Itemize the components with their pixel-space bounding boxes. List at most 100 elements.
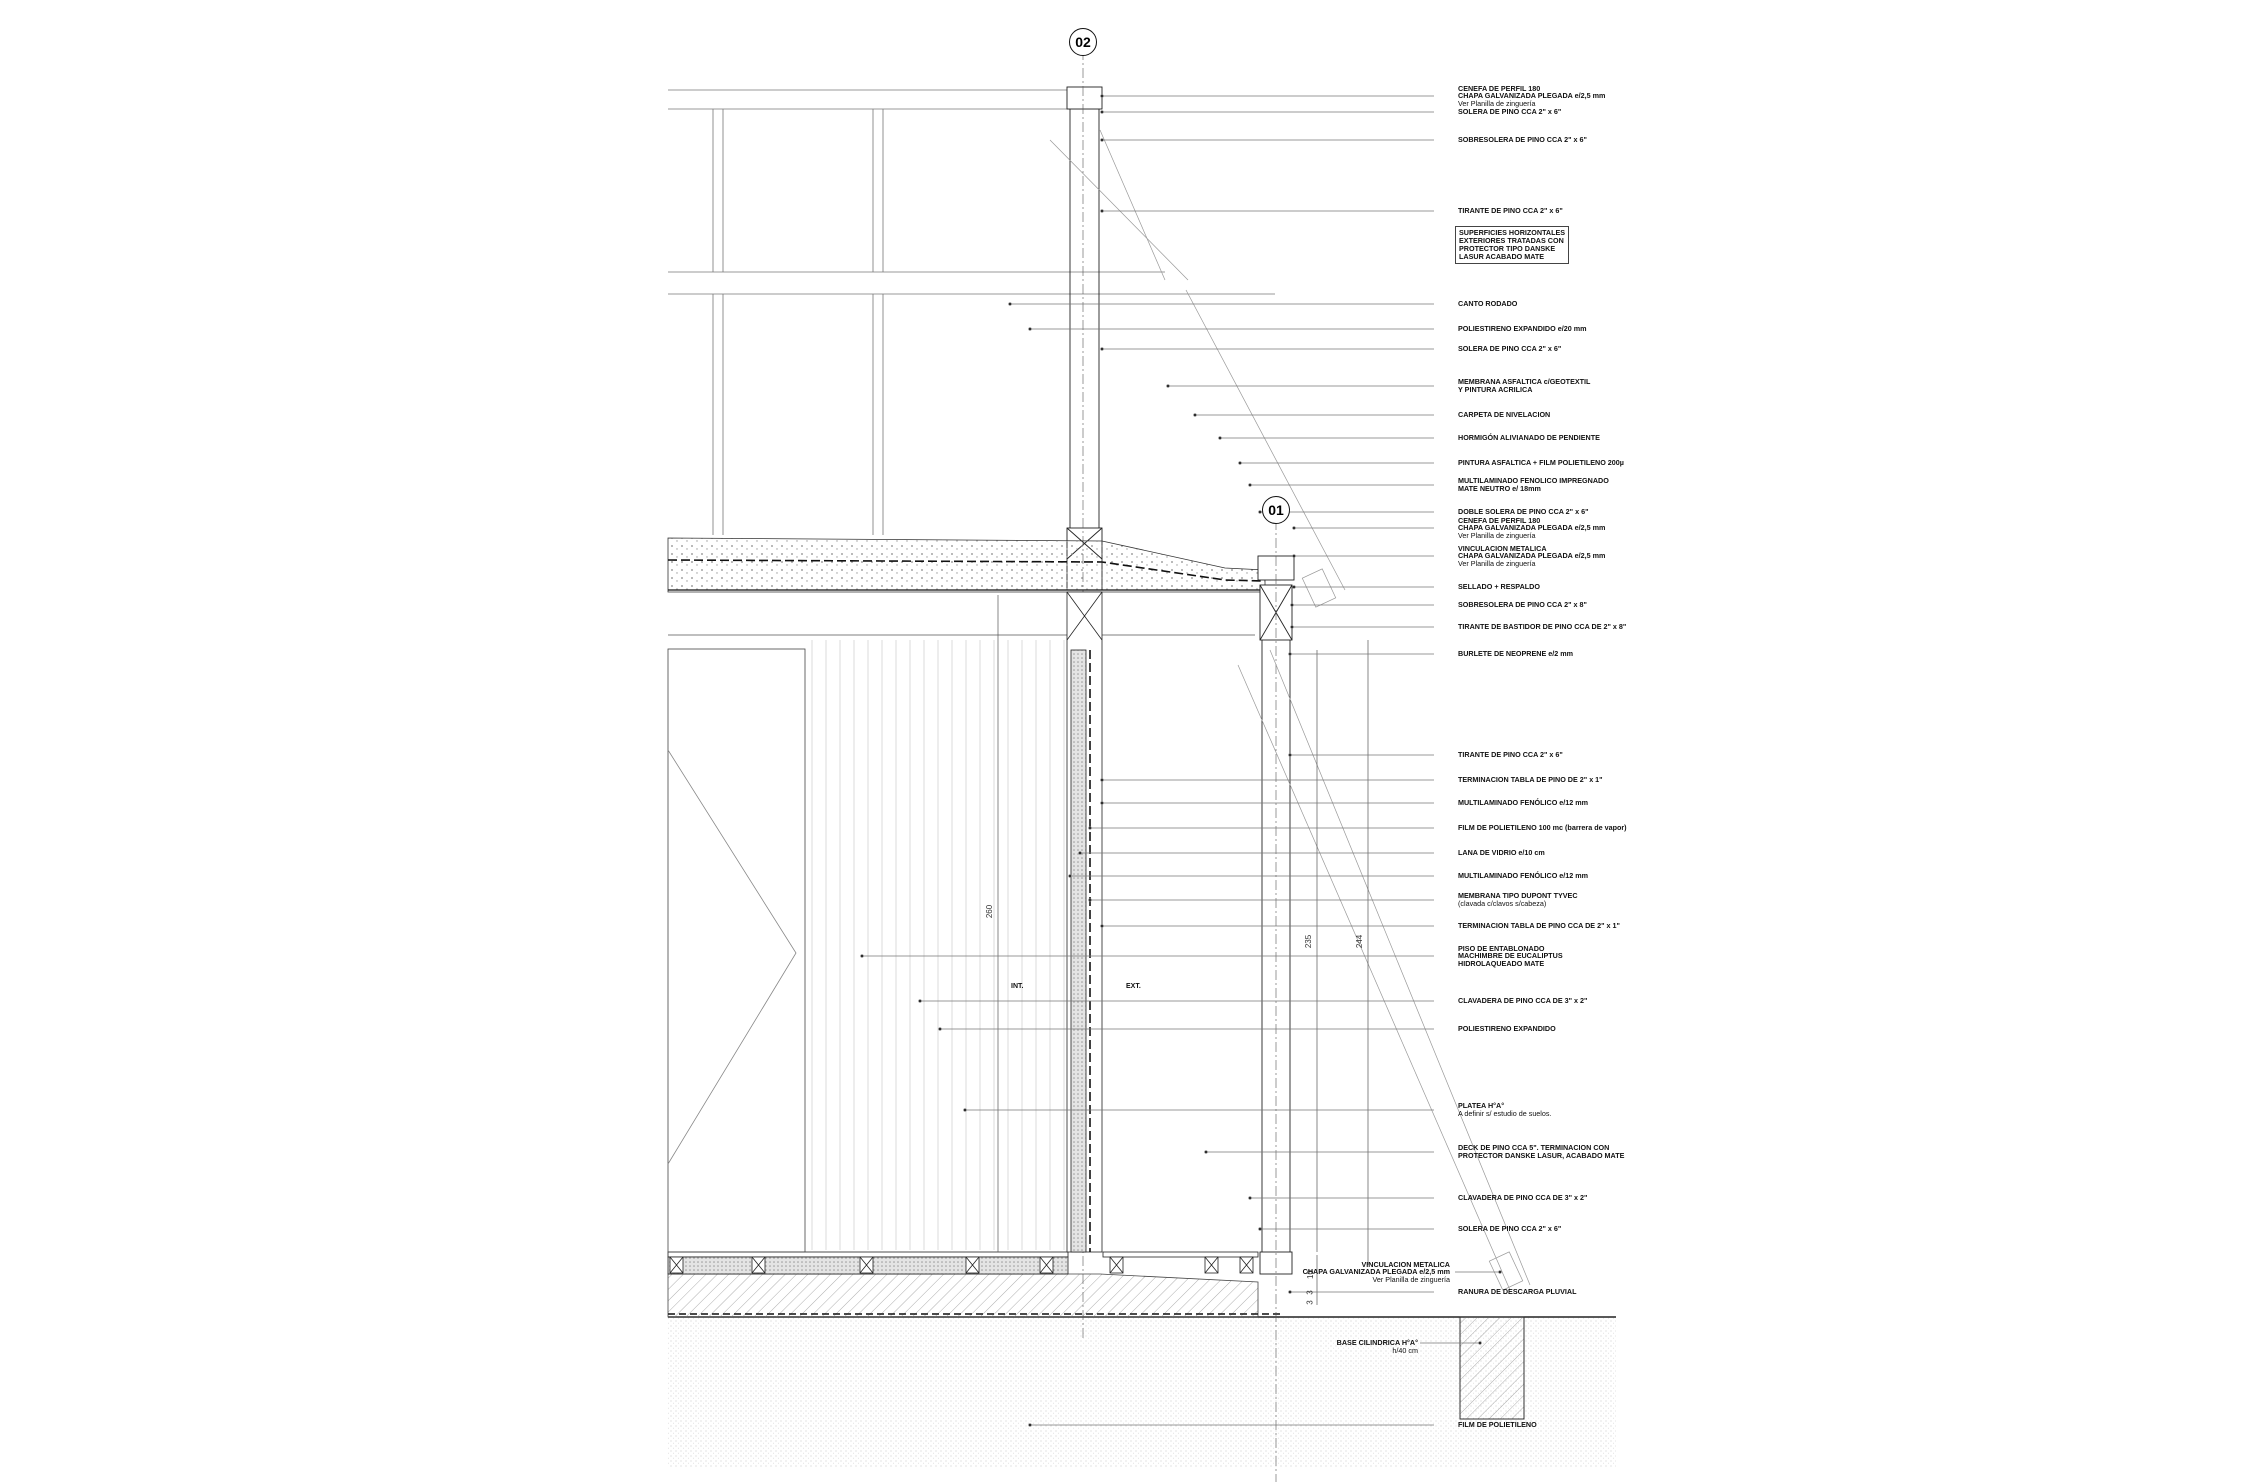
column-01	[1257, 520, 1295, 1482]
callout-line: Ver Planilla de zinguería	[1458, 530, 1536, 540]
exterior-wall	[1066, 591, 1103, 1253]
callout-line: CHAPA GALVANIZADA PLEGADA e/2,5 mm	[1302, 1267, 1450, 1277]
callout-label: MULTILAMINADO FENÓLICO e/12 mm	[1458, 872, 1588, 880]
callout-line: MEMBRANA TIPO DUPONT TYVEC	[1458, 891, 1578, 901]
dimension-3b: 3	[1305, 1300, 1315, 1305]
callout-label: MULTILAMINADO FENÓLICO e/12 mm	[1458, 799, 1588, 807]
joist-cross	[965, 1256, 980, 1274]
callout-line: CLAVADERA DE PINO CCA DE 3" x 2"	[1458, 1193, 1588, 1203]
callout-line: BURLETE DE NEOPRENE e/2 mm	[1458, 649, 1574, 659]
roof-slab	[667, 537, 1266, 636]
callout-line: VINCULACION METALICA	[1361, 1259, 1450, 1269]
callout-line: TIRANTE DE PINO CCA 2" x 6"	[1458, 206, 1563, 216]
callout-line: Ver Planilla de zinguería	[1372, 1274, 1450, 1284]
callout-label: POLIESTIRENO EXPANDIDO e/20 mm	[1458, 325, 1586, 333]
footing-base	[1459, 1316, 1525, 1420]
callout-line: Ver Planilla de zinguería	[1458, 558, 1536, 568]
dimension-lines	[997, 595, 1369, 1305]
callout-line: CARPETA DE NIVELACION	[1458, 410, 1551, 420]
leader-dot	[1248, 483, 1252, 487]
callout-label: DOBLE SOLERA DE PINO CCA 2" x 6"	[1458, 508, 1589, 516]
callout-line: PROTECTOR DANSKE LASUR, ACABADO MATE	[1458, 1150, 1625, 1160]
callout-line: TIRANTE DE PINO CCA 2" x 6"	[1458, 750, 1563, 760]
callout-label: CLAVADERA DE PINO CCA DE 3" x 2"	[1458, 997, 1587, 1005]
callout-label: TERMINACION TABLA DE PINO CCA DE 2" x 1"	[1458, 922, 1620, 930]
leader-dot	[1100, 94, 1104, 98]
leader-dot	[1078, 851, 1082, 855]
dimension-260: 260	[985, 904, 995, 919]
leader-dot	[1100, 138, 1104, 142]
leader-dot	[938, 1027, 942, 1031]
callout-label: PINTURA ASFALTICA + FILM POLIETILENO 200…	[1458, 459, 1624, 467]
leader-dot	[1100, 209, 1104, 213]
dimension-3a: 3	[1305, 1290, 1315, 1295]
leader-dot	[1258, 510, 1262, 514]
callout-label: LANA DE VIDRIO e/10 cm	[1458, 849, 1545, 857]
callout-label: SOBRESOLERA DE PINO CCA 2" x 8"	[1458, 601, 1587, 609]
callout-label: SELLADO + RESPALDO	[1458, 583, 1540, 591]
leader-dot	[1288, 753, 1292, 757]
callout-line: Y PINTURA ACRILICA	[1458, 384, 1533, 394]
interior-wall-boards	[811, 640, 1065, 1250]
leader-dot	[1100, 801, 1104, 805]
dimension-244: 244	[1355, 934, 1365, 949]
construction-guides	[1049, 129, 1531, 1291]
callout-line: SOLERA DE PINO CCA 2" x 6"	[1458, 107, 1562, 117]
callout-label: SOLERA DE PINO CCA 2" x 6"	[1458, 345, 1561, 353]
callout-line: MULTILAMINADO FENÓLICO e/12 mm	[1458, 798, 1589, 808]
callout-line: Ver Planilla de zinguería	[1458, 98, 1536, 108]
callout-line: BASE CILINDRICA H°A°	[1336, 1338, 1418, 1347]
joist-cross	[1109, 1256, 1124, 1274]
ground-soil	[668, 1316, 1616, 1467]
interior-door-frame	[667, 648, 806, 1253]
callout-line: MATE NEUTRO e/ 18mm	[1458, 483, 1541, 493]
callout-label: POLIESTIRENO EXPANDIDO	[1458, 1025, 1556, 1033]
leader-dot	[1008, 302, 1012, 306]
leader-dot	[860, 954, 864, 958]
leader-dot	[1100, 347, 1104, 351]
callout-label: SOLERA DE PINO CCA 2" x 6"	[1458, 1225, 1561, 1233]
leader-dot	[1288, 1290, 1292, 1294]
leader-dot	[1028, 327, 1032, 331]
callout-line: PLATEA H°A°	[1458, 1101, 1505, 1111]
callout-label: SOBRESOLERA DE PINO CCA 2" x 6"	[1458, 136, 1587, 144]
callout-line: SOLERA DE PINO CCA 2" x 6"	[1458, 1224, 1562, 1234]
callout-line: PINTURA ASFALTICA + FILM POLIETILENO 200…	[1458, 458, 1624, 468]
floor-deck	[667, 1251, 1259, 1275]
joist-cross	[1039, 1256, 1054, 1274]
callout-line: MEMBRANA ASFALTICA c/GEOTEXTIL	[1458, 377, 1591, 387]
callout-line: POLIESTIRENO EXPANDIDO	[1458, 1024, 1556, 1034]
callout-label: BASE CILINDRICA H°A°h/40 cm	[1337, 1339, 1418, 1354]
callout-line: SOLERA DE PINO CCA 2" x 6"	[1458, 344, 1562, 354]
callout-line: HIDROLAQUEADO MATE	[1458, 958, 1545, 968]
callout-line: SELLADO + RESPALDO	[1458, 582, 1540, 592]
leader-dot	[1288, 652, 1292, 656]
callout-label: RANURA DE DESCARGA PLUVIAL	[1458, 1288, 1576, 1296]
callout-line: MACHIMBRE DE EUCALIPTUS	[1458, 951, 1563, 961]
leader-dot	[1248, 1196, 1252, 1200]
callout-line: HORMIGÓN ALIVIANADO DE PENDIENTE	[1458, 433, 1600, 443]
callout-label: MEMBRANA TIPO DUPONT TYVEC(clavada c/cla…	[1458, 892, 1578, 907]
leader-dot	[1292, 585, 1296, 589]
callout-line: MULTILAMINADO FENÓLICO e/12 mm	[1458, 871, 1589, 881]
joist-cross	[1204, 1256, 1219, 1274]
callout-label: SOLERA DE PINO CCA 2" x 6"	[1458, 108, 1561, 116]
callout-label: TIRANTE DE BASTIDOR DE PINO CCA DE 2" x …	[1458, 623, 1626, 631]
callout-label: CARPETA DE NIVELACION	[1458, 411, 1550, 419]
callout-label: FILM DE POLIETILENO	[1458, 1421, 1537, 1429]
note-line: LASUR ACABADO MATE	[1459, 252, 1545, 261]
callout-line: CHAPA GALVANIZADA PLEGADA e/2,5 mm	[1458, 91, 1606, 101]
joist-cross	[751, 1256, 766, 1274]
leader-dot	[1100, 110, 1104, 114]
leader-dot	[1088, 826, 1092, 830]
leader-dot	[1088, 898, 1092, 902]
leader-dot	[1068, 874, 1072, 878]
callout-line: RANURA DE DESCARGA PLUVIAL	[1458, 1287, 1577, 1297]
label-leader-lines	[860, 94, 1502, 1427]
leader-dot	[1204, 1150, 1208, 1154]
